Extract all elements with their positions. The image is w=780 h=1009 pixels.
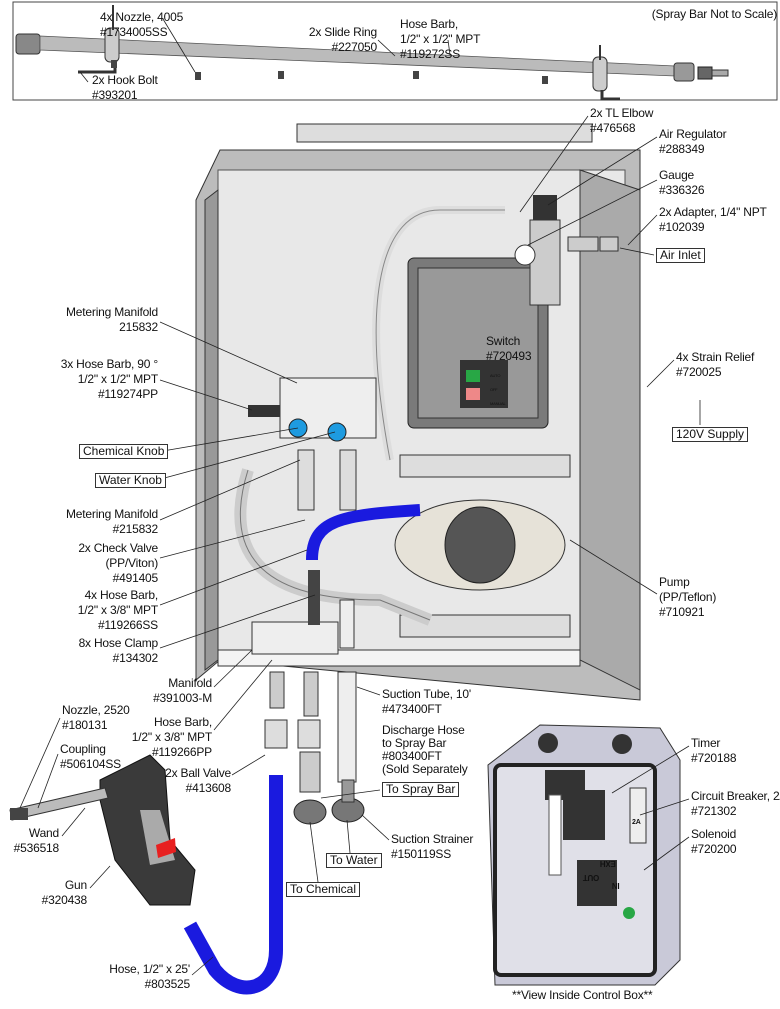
air-regulator	[514, 195, 619, 306]
label-gun: Gun#320438	[41, 878, 88, 907]
label-coupling: Coupling#506104SS	[60, 742, 121, 771]
mark-exh: EXH	[600, 859, 616, 868]
mark-in: IN	[612, 881, 620, 890]
air-inlet-tag: Air Inlet	[656, 248, 705, 263]
label-switch: Switch#720493	[486, 334, 532, 363]
label-metering-manifold: Metering Manifold#215832	[66, 507, 158, 536]
label-hose-barb-spraybar: Hose Barb,1/2" x 1/2" MPT#119272SS	[400, 17, 481, 61]
to-spray-bar-tag: To Spray Bar	[382, 782, 460, 797]
label-gauge: Gauge#336326	[659, 168, 705, 197]
label-slide-ring: 2x Slide Ring#227050	[308, 25, 377, 54]
switch-box	[407, 257, 549, 429]
label-hose-barb-pp: Hose Barb,1/2" x 3/8" MPT#119266PP	[131, 715, 212, 759]
control-box-caption: **View Inside Control Box**	[512, 988, 653, 1002]
water-knob-tag: Water Knob	[95, 473, 166, 488]
spray-gun	[9, 754, 196, 906]
to-chemical-tag: To Chemical	[286, 882, 361, 897]
label-hose-barb-38: 4x Hose Barb,1/2" x 3/8" MPT#119266SS	[77, 588, 158, 632]
mark-breaker-rating: 2A	[632, 819, 641, 826]
label-hose-clamp: 8x Hose Clamp#134302	[78, 636, 159, 665]
label-pump: Pump(PP/Teflon)#710921	[659, 575, 717, 619]
spray-bar	[15, 5, 729, 101]
leader-lines	[19, 18, 701, 976]
label-strain-relief: 4x Strain Relief#720025	[676, 350, 755, 379]
label-suction-tube: Suction Tube, 10'#473400FT	[382, 687, 471, 716]
to-water-tag: To Water	[326, 853, 382, 868]
label-air-regulator: Air Regulator#288349	[659, 127, 727, 156]
label-suction-strainer: Suction Strainer#150119SS	[391, 832, 474, 861]
label-hook-bolt: 2x Hook Bolt#393201	[92, 73, 158, 102]
label-manifold: Manifold#391003-M	[153, 676, 212, 705]
hose	[183, 775, 283, 995]
label-circuit-breaker: Circuit Breaker, 2A#721302	[691, 789, 780, 818]
pump	[394, 454, 571, 638]
label-timer: Timer#720188	[691, 736, 737, 765]
control-box	[487, 724, 681, 986]
label-check-valve: 2x Check Valve(PP/Viton)#491405	[78, 541, 158, 585]
metering-manifold	[248, 377, 377, 511]
spray-bar-note: (Spray Bar Not to Scale)	[651, 7, 777, 21]
manifold	[251, 621, 339, 655]
label-ball-valve: 2x Ball Valve#413608	[165, 766, 231, 795]
supply-tag: 120V Supply	[672, 427, 749, 442]
label-nozzle-2520: Nozzle, 2520#180131	[62, 703, 130, 732]
label-wand: Wand#536518	[13, 826, 60, 855]
spray-bar-frame	[12, 1, 778, 101]
label-hose-barb-90: 3x Hose Barb, 90 °1/2" x 1/2" MPT#119274…	[60, 357, 158, 401]
label-hose: Hose, 1/2" x 25'#803525	[109, 962, 190, 991]
suction-assembly	[264, 671, 365, 825]
mark-out: OUT	[583, 873, 600, 882]
label-adapter: 2x Adapter, 1/4" NPT#102039	[659, 205, 767, 234]
chemical-knob-tag: Chemical Knob	[79, 444, 169, 459]
label-solenoid: Solenoid#720200	[691, 827, 737, 856]
label-nozzle-4005: 4x Nozzle, 4005#1734005SS	[100, 10, 184, 39]
label-tl-elbow: 2x TL Elbow#476568	[590, 106, 654, 135]
